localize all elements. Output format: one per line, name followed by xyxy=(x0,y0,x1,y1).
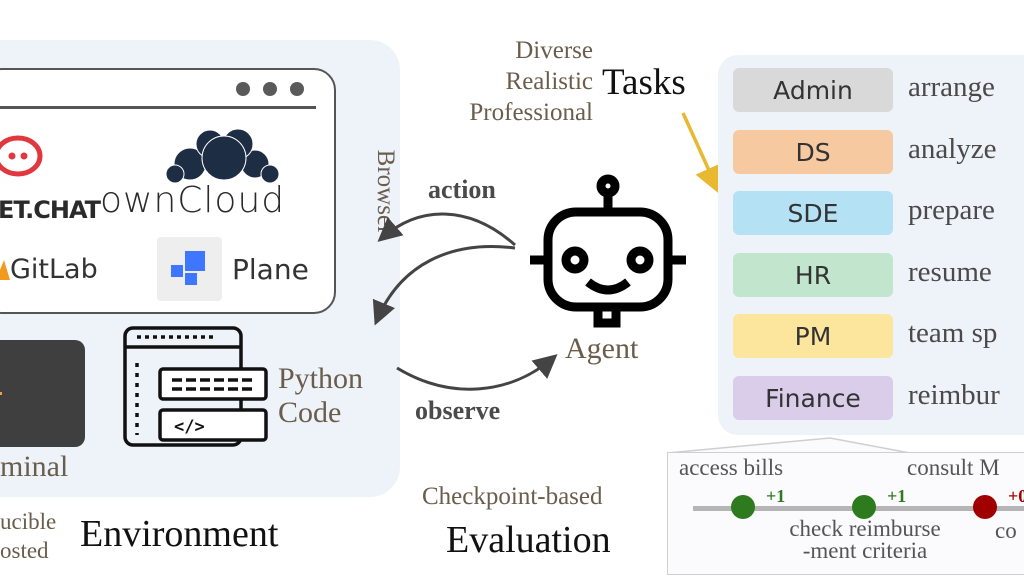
action-label: action xyxy=(428,175,496,204)
window-dot-icon xyxy=(263,82,277,96)
checkpoint-pass-dot xyxy=(852,495,876,519)
checkpoint-label: access bills xyxy=(679,455,784,480)
task-category-admin: Admin xyxy=(733,68,893,112)
checkpoint-score: +1 xyxy=(887,486,907,506)
tasks-title: Tasks xyxy=(602,62,686,103)
environment-subtitle: ucible osted xyxy=(0,507,56,565)
subtitle-line: osted xyxy=(0,538,49,563)
observe-label: observe xyxy=(415,396,501,425)
window-dot-icon xyxy=(290,82,304,96)
owncloud-label: ownCloud xyxy=(100,180,286,221)
descriptor: Realistic xyxy=(505,68,593,95)
evaluation-subtitle: Checkpoint-based xyxy=(422,483,603,510)
browser-toolbar-divider xyxy=(0,106,316,109)
checkpoint-label-line: -ment criteria xyxy=(802,538,928,563)
descriptor: Professional xyxy=(469,99,593,126)
environment-title: Environment xyxy=(80,513,279,555)
checkpoint-label: check reimburse -ment criteria xyxy=(765,516,965,563)
python-code-label: Python Code xyxy=(278,362,363,430)
owncloud-cloud-icon xyxy=(165,128,280,184)
task-description: team sp xyxy=(908,317,998,349)
task-description: resume xyxy=(908,256,992,288)
rocketchat-label: ET.CHAT xyxy=(0,196,101,224)
task-category-finance: Finance xyxy=(733,376,893,420)
python-label-line1: Python xyxy=(278,362,364,395)
terminal-icon xyxy=(0,340,85,447)
checkpoint-pass-dot xyxy=(731,495,755,519)
descriptor: Diverse xyxy=(515,37,593,64)
svg-text:</>: </> xyxy=(174,417,205,437)
checkpoint-score: +0 xyxy=(1008,486,1024,506)
evaluation-title: Evaluation xyxy=(446,519,611,561)
task-description: reimbur xyxy=(908,379,1000,411)
action-arrow-browser xyxy=(377,212,516,247)
plane-label: Plane xyxy=(232,253,309,286)
task-description: arrange xyxy=(908,71,995,103)
tasks-panel xyxy=(718,55,1024,435)
task-descriptors: Diverse Realistic Professional xyxy=(420,35,593,128)
terminal-label: minal xyxy=(0,450,69,483)
task-category-ds: DS xyxy=(733,130,893,174)
task-category-sde: SDE xyxy=(733,191,893,235)
plane-logo-icon xyxy=(157,237,222,301)
task-category-pm: PM xyxy=(733,314,893,358)
checkpoint-label-line: check reimburse xyxy=(789,516,941,541)
subtitle-line: ucible xyxy=(0,509,57,534)
gitlab-logo-icon xyxy=(0,260,10,280)
task-description: prepare xyxy=(908,194,995,226)
tasks-arrow xyxy=(681,112,722,195)
checkpoint-score: +1 xyxy=(766,486,786,506)
eval-callout-notch xyxy=(666,437,911,454)
checkpoint-label: consult M xyxy=(907,455,1000,480)
action-arrow-code xyxy=(372,245,516,326)
code-window-icon: </> xyxy=(123,326,268,447)
task-description: analyze xyxy=(908,133,997,165)
agent-label: Agent xyxy=(565,332,639,365)
checkpoint-fail-dot xyxy=(973,495,997,519)
robot-agent-icon xyxy=(530,174,686,328)
gitlab-label: GitLab xyxy=(10,254,98,285)
python-label-line2: Code xyxy=(278,396,342,429)
window-dot-icon xyxy=(236,82,250,96)
observe-arrow xyxy=(396,354,558,391)
task-category-hr: HR xyxy=(733,253,893,297)
rocketchat-logo-icon xyxy=(0,135,43,177)
checkpoint-label: co xyxy=(995,518,1017,543)
evaluation-box xyxy=(667,452,1024,575)
